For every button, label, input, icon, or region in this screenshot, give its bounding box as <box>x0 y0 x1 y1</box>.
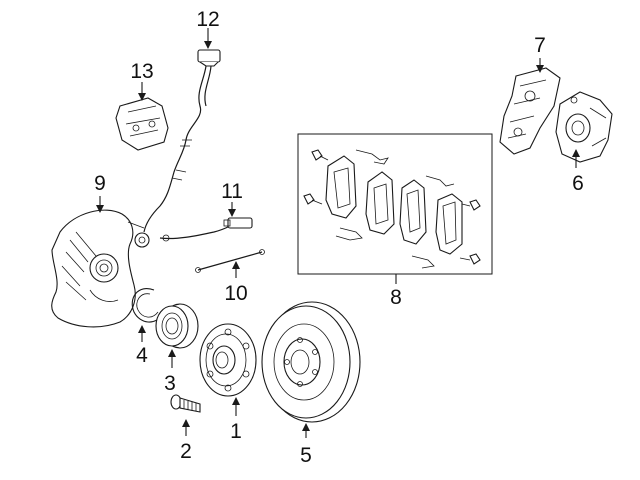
callout-6: 6 <box>572 172 584 195</box>
callout-5: 5 <box>300 444 312 467</box>
abs-sensor-part <box>127 49 221 248</box>
callout-3: 3 <box>164 372 176 395</box>
callout-12: 12 <box>196 8 219 31</box>
callout-11: 11 <box>221 180 243 203</box>
wear-sensor-part <box>159 217 253 242</box>
callout-10: 10 <box>224 282 247 305</box>
callout-7: 7 <box>534 34 546 57</box>
callout-2: 2 <box>180 440 192 463</box>
snap-ring-part <box>131 288 163 323</box>
callout-9: 9 <box>94 172 106 195</box>
wear-sensor-wire-part <box>195 249 265 273</box>
brake-rotor-part <box>261 301 361 423</box>
callout-1: 1 <box>230 420 242 443</box>
leader-lines <box>96 28 580 438</box>
sensor-bracket-part <box>115 97 169 151</box>
caliper-bracket-part <box>499 67 561 155</box>
wheel-bearing-part <box>155 303 199 349</box>
hub-bolt-part <box>170 394 201 413</box>
callout-13: 13 <box>130 60 153 83</box>
brake-pad-kit-part <box>297 133 493 275</box>
callout-8: 8 <box>390 286 402 309</box>
splash-shield-part <box>51 209 136 328</box>
callout-4: 4 <box>136 344 148 367</box>
brake-caliper-part <box>555 91 613 163</box>
wheel-hub-part <box>199 323 257 397</box>
